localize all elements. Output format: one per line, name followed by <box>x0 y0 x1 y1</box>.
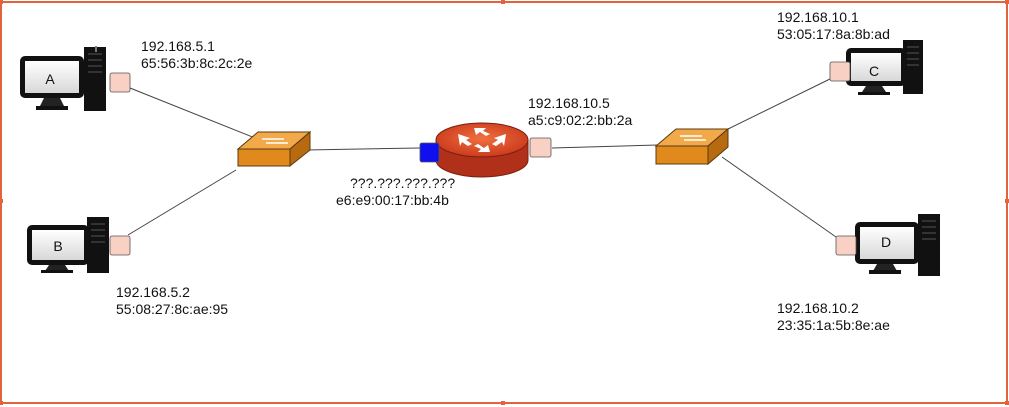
link-router-switch <box>551 144 659 149</box>
computer-c-name: C <box>869 63 879 79</box>
computer-c[interactable]: C <box>829 40 923 95</box>
ip-address: 192.168.10.5 <box>528 95 610 111</box>
computer-tower-icon <box>87 217 109 273</box>
computer-tower-icon <box>84 46 106 111</box>
ip-address: 192.168.5.2 <box>116 284 190 300</box>
monitor-icon <box>846 48 906 95</box>
label-computer-c: 192.168.10.1 53:05:17:8a:8b:ad <box>777 9 890 43</box>
link-a-switch <box>129 87 261 141</box>
computer-d-nic[interactable] <box>835 235 857 256</box>
computer-d[interactable]: D <box>835 214 940 276</box>
computer-tower-icon <box>918 214 940 276</box>
computer-a-nic[interactable] <box>109 72 131 93</box>
computer-d-name: D <box>881 234 891 250</box>
router[interactable] <box>435 122 529 178</box>
computer-b[interactable]: B <box>27 217 131 273</box>
link-switch-router <box>305 147 421 151</box>
link-switch-d <box>721 156 837 238</box>
computer-a-name: A <box>45 71 55 87</box>
switch-left[interactable] <box>236 130 312 168</box>
computer-tower-icon <box>903 40 923 94</box>
label-computer-b: 192.168.5.2 55:08:27:8c:ae:95 <box>116 284 228 318</box>
label-router-right-port: 192.168.10.5 a5:c9:02:2:bb:2a <box>528 95 632 129</box>
computer-c-nic[interactable] <box>829 61 851 82</box>
switch-right[interactable] <box>654 127 730 166</box>
router-arrows-icon <box>458 128 506 152</box>
ip-address: 192.168.5.1 <box>141 38 215 54</box>
network-links <box>127 77 837 238</box>
mac-address: e6:e9:00:17:bb:4b <box>336 192 449 208</box>
mac-address: 23:35:1a:5b:8e:ae <box>777 317 890 333</box>
computer-b-nic[interactable] <box>109 235 131 256</box>
mac-address: 55:08:27:8c:ae:95 <box>116 301 229 317</box>
link-b-switch <box>127 169 237 236</box>
label-computer-a: 192.168.5.1 65:56:3b:8c:2c:2e <box>141 38 252 72</box>
ip-address: 192.168.10.1 <box>777 9 859 25</box>
computer-a[interactable]: A <box>20 46 131 111</box>
label-computer-d: 192.168.10.2 23:35:1a:5b:8e:ae <box>777 300 890 334</box>
monitor-icon <box>27 225 89 273</box>
mac-address: 65:56:3b:8c:2c:2e <box>141 55 253 71</box>
mac-address: 53:05:17:8a:8b:ad <box>777 26 890 42</box>
mac-address: a5:c9:02:2:bb:2a <box>528 112 633 128</box>
monitor-icon <box>20 56 84 110</box>
ip-address: ???.???.???.??? <box>350 175 456 191</box>
router-port-right[interactable] <box>529 137 552 158</box>
computer-b-name: B <box>53 238 62 254</box>
router-port-left[interactable] <box>419 142 440 163</box>
link-switch-c <box>725 77 833 131</box>
ip-address: 192.168.10.2 <box>777 300 859 316</box>
label-router-left-port: ???.???.???.??? e6:e9:00:17:bb:4b <box>336 175 456 209</box>
monitor-icon <box>855 222 919 274</box>
